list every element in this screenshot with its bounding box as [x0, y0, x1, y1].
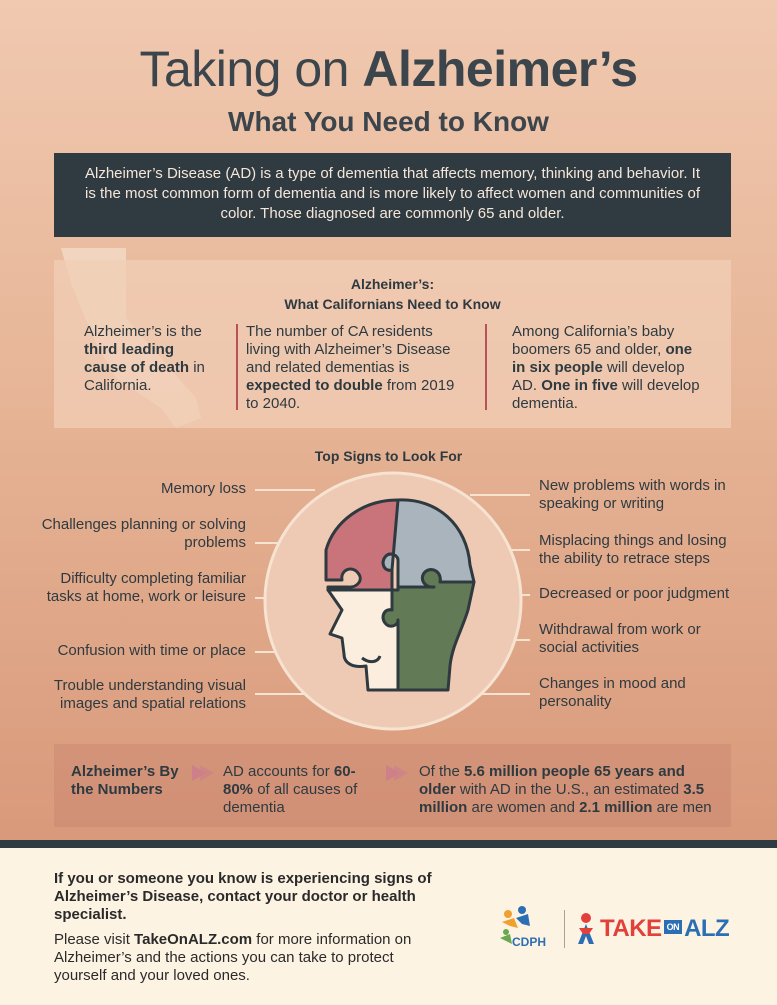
connector-line	[255, 489, 315, 491]
sign-right-3: Decreased or poor judgment	[539, 585, 730, 602]
sign-left-2: Challenges planning or solving problems	[41, 516, 246, 551]
connector-line	[255, 542, 295, 544]
logo-divider	[564, 910, 565, 948]
signs-title: Top Signs to Look For	[314, 448, 463, 464]
sign-right-5: Changes in mood and personality	[539, 675, 686, 710]
california-heading: Alzheimer’s: What Californians Need to K…	[284, 276, 501, 312]
cdph-logo: CDPH	[500, 906, 546, 949]
arrow-icon	[200, 765, 214, 781]
takeonalz-link[interactable]: TakeOnALZ.com	[134, 931, 253, 948]
fact-divider	[485, 324, 487, 410]
sign-left-5: Trouble understanding visual images and …	[53, 677, 246, 712]
sign-left-3: Difficulty completing familiar tasks at …	[46, 570, 246, 605]
footer-info: Please visit TakeOnALZ.com for more info…	[54, 931, 412, 984]
california-facts-panel	[54, 260, 731, 428]
numbers-stat-1: AD accounts for 60-80% of all causes of …	[223, 763, 358, 816]
fact-divider	[236, 324, 238, 410]
california-fact-2: The number of CA residents living with A…	[246, 323, 455, 412]
numbers-stat-2: Of the 5.6 million people 65 years and o…	[419, 763, 712, 816]
ribbon-icon	[578, 913, 594, 944]
california-fact-3: Among California’s baby boomers 65 and o…	[512, 323, 700, 412]
sign-left-4: Confusion with time or place	[57, 642, 246, 659]
connector-line	[470, 693, 530, 695]
sign-right-1: New problems with words in speaking or w…	[539, 477, 726, 512]
sign-right-4: Withdrawal from work or social activitie…	[539, 621, 701, 656]
california-fact-1: Alzheimer’s is the third leading cause o…	[84, 323, 205, 394]
connector-line	[470, 494, 530, 496]
section-divider	[0, 840, 777, 848]
sign-right-2: Misplacing things and losing the ability…	[539, 532, 727, 567]
intro-box: Alzheimer’s Disease (AD) is a type of de…	[54, 153, 731, 237]
sign-left-1: Memory loss	[160, 480, 246, 497]
svg-text:CDPH: CDPH	[512, 935, 546, 949]
numbers-title: Alzheimer’s By the Numbers	[71, 763, 179, 798]
footer-callout: If you or someone you know is experienci…	[54, 870, 432, 923]
connector-line	[255, 693, 315, 695]
numbers-panel	[54, 744, 731, 827]
arrow-icon	[394, 765, 408, 781]
page-subtitle: What You Need to Know	[228, 106, 549, 137]
page-title: Taking on Alzheimer’s	[139, 41, 638, 97]
puzzle-head-illustration	[263, 471, 523, 731]
